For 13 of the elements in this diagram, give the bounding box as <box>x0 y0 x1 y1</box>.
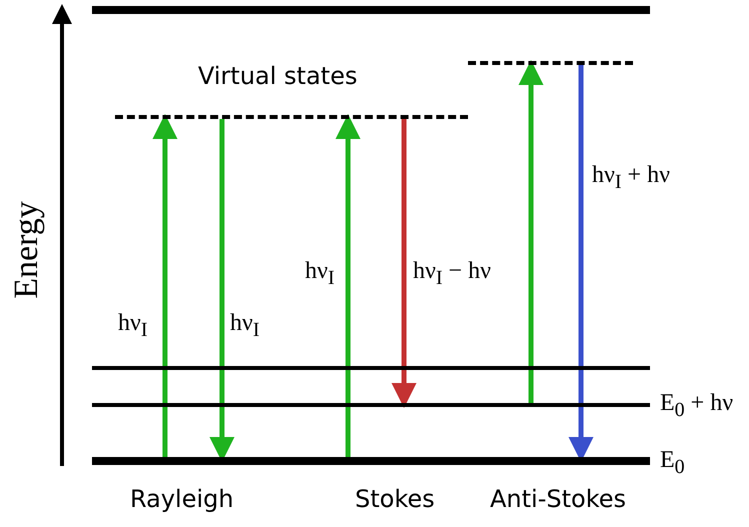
level-label: E$_{0}$ + hν <box>660 390 734 422</box>
axis-label: Energy <box>8 201 46 299</box>
column-label: Rayleigh <box>130 485 234 513</box>
level-label: E$_{0}$ <box>660 447 685 479</box>
virtual-level-line <box>115 115 468 119</box>
group-label: Virtual states <box>198 62 358 90</box>
transition-arrow <box>152 114 178 457</box>
virtual-level-line <box>468 61 633 65</box>
column-label: Stokes <box>355 485 435 513</box>
column-label: Anti-Stokes <box>490 485 626 513</box>
transition-arrow <box>336 114 360 457</box>
transition-arrow <box>518 60 544 403</box>
transition-arrow <box>392 119 416 408</box>
